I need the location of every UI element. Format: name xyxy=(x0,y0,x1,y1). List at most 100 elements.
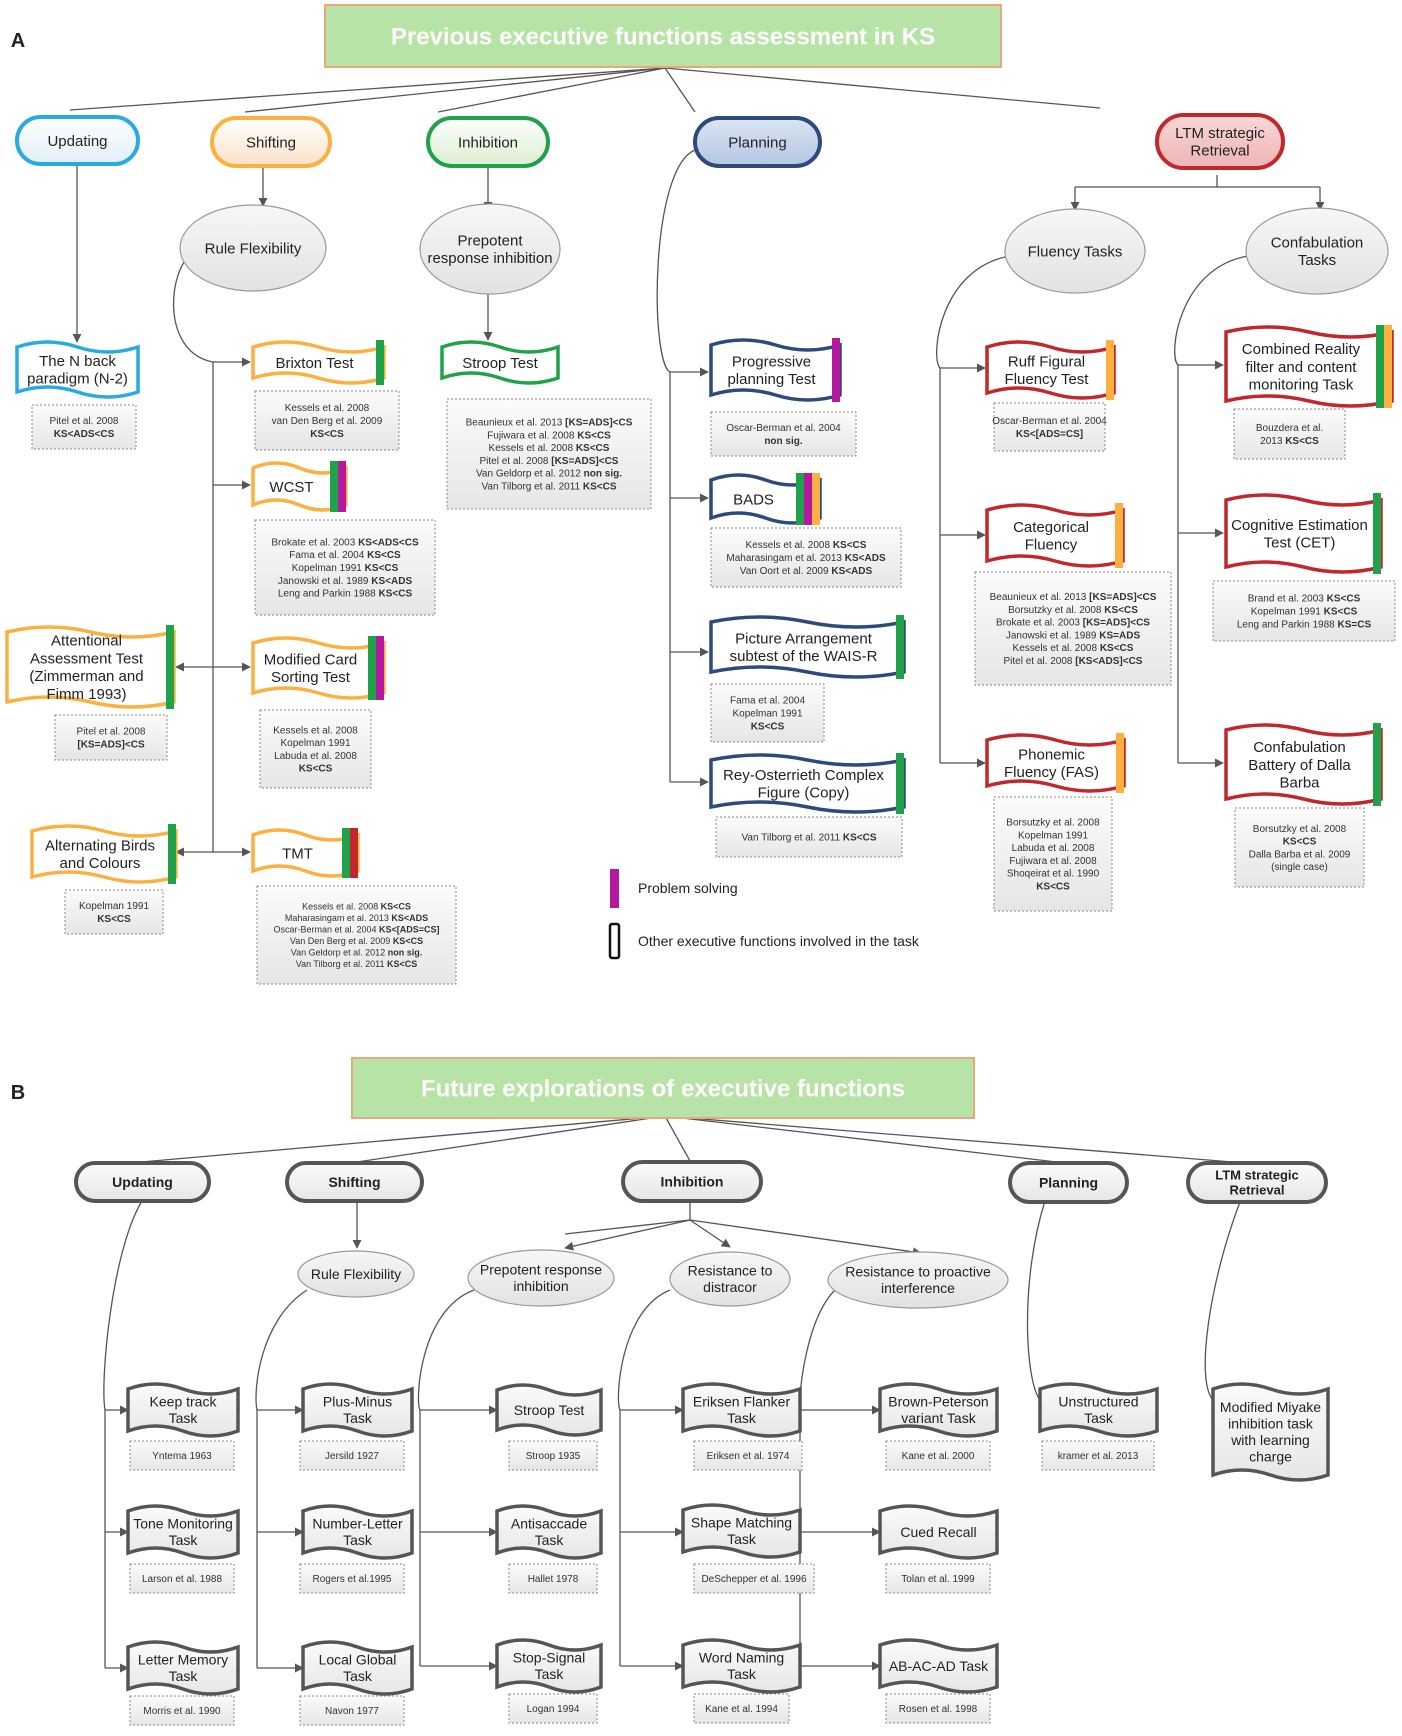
subcategory-confabulation-tasks-shape xyxy=(1245,207,1389,295)
b-task-abac: AB-AC-AD Task xyxy=(889,1658,989,1674)
refs-modified-card-sorting-box xyxy=(259,709,372,789)
refs-picture-arrangement-box xyxy=(710,683,825,743)
b-ref-brown-box xyxy=(885,1440,991,1471)
b-ref-letter-memory: Morris et al. 1990 xyxy=(143,1706,221,1717)
refs-phonemic-fluency-box xyxy=(993,796,1113,912)
b-ref-stop-signal: Logan 1994 xyxy=(527,1704,580,1715)
legend-other-functions: Other executive functions involved in th… xyxy=(638,933,920,949)
test-attentional-assessment-bar xyxy=(166,625,174,709)
subcategory-fluency-tasks-shape xyxy=(1004,208,1146,294)
connector xyxy=(656,149,696,373)
panel-b-label: B xyxy=(11,1082,25,1104)
b-ref-cued-box xyxy=(885,1563,991,1594)
b-ref-tone-box xyxy=(129,1563,235,1594)
refs-attentional-assessment-box xyxy=(54,714,168,761)
b-task-stroop-box xyxy=(495,1383,603,1437)
b-task-brown-box xyxy=(878,1382,999,1438)
b-ref-plus-minus-box xyxy=(299,1440,405,1471)
category-shifting: Shifting xyxy=(246,134,296,151)
connector xyxy=(664,67,696,113)
test-ruff-figural-bar xyxy=(1106,340,1114,400)
panel-a-title: Previous executive functions assessment … xyxy=(391,23,935,50)
b-subcategory-proactive-shape xyxy=(827,1251,1009,1309)
b-category-shifting-box xyxy=(285,1161,424,1203)
b-task-abac-box xyxy=(878,1638,999,1694)
refs-bads-box xyxy=(710,527,902,588)
refs-stroop-box xyxy=(446,398,652,510)
test-modified-card-sorting-bar xyxy=(368,636,376,700)
b-task-cued: Cued Recall xyxy=(900,1524,976,1540)
connector xyxy=(103,1200,143,1411)
test-tmt-bar xyxy=(342,828,350,878)
subcategory-prepotent-inhibition-shape xyxy=(419,203,561,295)
b-subcategory-rule-flexibility-shape xyxy=(297,1250,415,1298)
connector xyxy=(664,1115,1246,1164)
connector xyxy=(799,1289,836,1411)
test-stroop-box xyxy=(440,340,560,385)
b-category-inhibition-box xyxy=(621,1160,763,1203)
test-wcst: WCST xyxy=(269,479,313,496)
panel-b-title-box xyxy=(351,1057,975,1119)
subcategory-fluency-tasks: Fluency Tasks xyxy=(1028,243,1123,260)
b-ref-cued: Tolan et al. 1999 xyxy=(901,1574,975,1585)
b-ref-letter-memory-box xyxy=(129,1695,235,1726)
b-ref-word-box xyxy=(693,1693,790,1724)
b-ref-plus-minus: Jersild 1927 xyxy=(325,1451,379,1462)
b-ref-keep-track-box xyxy=(129,1440,235,1471)
b-ref-eriksen: Eriksen et al. 1974 xyxy=(707,1451,790,1462)
b-ref-local-global-box xyxy=(299,1695,405,1726)
b-ref-unstructured-box xyxy=(1041,1440,1155,1471)
b-task-stroop: Stroop Test xyxy=(514,1402,585,1418)
category-planning: Planning xyxy=(728,134,786,151)
b-task-tone-box xyxy=(126,1504,240,1560)
b-task-stop-signal-box xyxy=(495,1638,603,1694)
legend-problem-solving: Problem solving xyxy=(638,880,738,896)
test-tmt-bar xyxy=(350,828,358,878)
b-ref-word: Kane et al. 1994 xyxy=(705,1704,778,1715)
b-category-ltm-retrieval-box xyxy=(1186,1161,1328,1204)
test-wcst-bar xyxy=(338,461,346,512)
test-rey-osterrieth-bar xyxy=(896,753,904,814)
test-bads-bar xyxy=(796,473,804,525)
connector xyxy=(664,1115,1066,1164)
test-combined-reality-filter-bar xyxy=(1376,325,1384,408)
category-inhibition-box xyxy=(426,116,550,168)
b-ref-shape-box xyxy=(693,1563,815,1594)
connector xyxy=(1174,255,1249,366)
connector xyxy=(689,1219,731,1248)
refs-combined-reality-filter-box xyxy=(1233,408,1346,460)
refs-ruff-figural-box xyxy=(993,402,1106,452)
b-ref-abac: Rosen et al. 1998 xyxy=(899,1704,978,1715)
test-combined-reality-filter-bar xyxy=(1384,325,1392,408)
test-tmt: TMT xyxy=(282,845,313,862)
refs-combined-reality-filter: Bouzdera et al.2013 KS<CS xyxy=(1256,423,1323,447)
b-task-unstructured-box xyxy=(1038,1382,1159,1438)
test-modified-card-sorting-bar xyxy=(376,636,384,700)
